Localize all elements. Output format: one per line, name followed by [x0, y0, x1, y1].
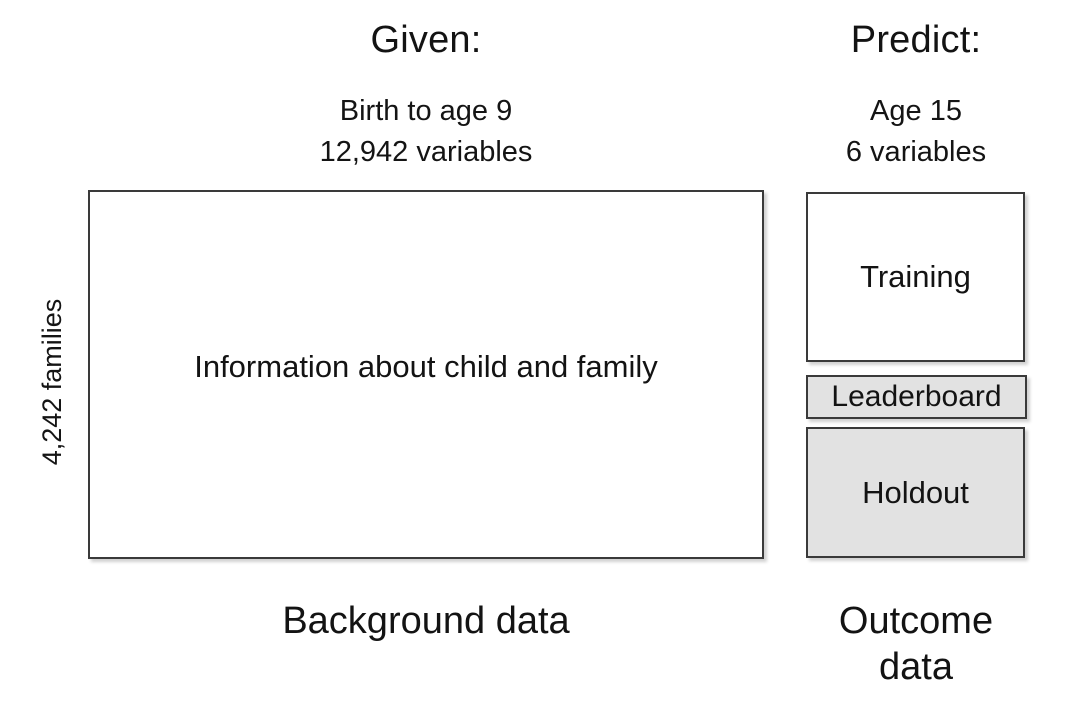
outcome-data-caption: Outcome data: [790, 598, 1042, 690]
given-subtitle-line-2: 12,942 variables: [319, 136, 533, 168]
leaderboard-set-box: Leaderboard: [806, 375, 1027, 419]
given-subtitle-line-1: Birth to age 9: [339, 95, 513, 127]
predict-subtitle-line-1: Age 15: [870, 95, 962, 127]
families-axis-label: 4,242 families: [37, 298, 67, 466]
predict-column-header: Predict:: [850, 19, 982, 61]
outcome-caption-line-1: Outcome: [838, 600, 994, 642]
predict-column-subtitle: Age 15 6 variables: [790, 91, 1042, 173]
outcome-caption-line-2: data: [879, 646, 953, 688]
background-data-box: Information about child and family: [88, 190, 764, 559]
holdout-set-box: Holdout: [806, 427, 1025, 558]
given-column-header: Given:: [370, 19, 482, 61]
background-data-box-label: Information about child and family: [194, 348, 658, 384]
training-set-box: Training: [806, 192, 1025, 362]
holdout-set-label: Holdout: [862, 474, 969, 510]
background-data-caption: Background data: [282, 600, 570, 642]
training-set-label: Training: [860, 259, 971, 294]
leaderboard-set-label: Leaderboard: [831, 380, 1002, 413]
given-column-subtitle: Birth to age 9 12,942 variables: [88, 91, 764, 173]
predict-subtitle-line-2: 6 variables: [845, 136, 987, 168]
